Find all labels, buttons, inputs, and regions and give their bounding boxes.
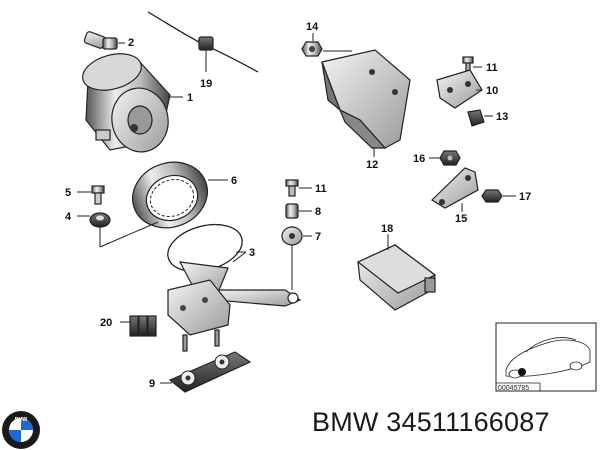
part-8-spacer [285, 203, 312, 219]
part-13-clip-nut [467, 109, 493, 127]
callout-5: 5 [65, 187, 71, 199]
callout-16: 16 [413, 153, 425, 165]
part-5-bolt [77, 185, 105, 205]
inset-code: 00045785 [498, 385, 529, 392]
callout-6: 6 [231, 175, 237, 187]
part-20-clip [120, 315, 157, 337]
callout-15: 15 [455, 213, 467, 225]
part-11-bolt-lower [285, 179, 312, 197]
callout-8: 8 [315, 206, 321, 218]
part-9-rubber-mount [160, 351, 252, 393]
callout-3: 3 [249, 247, 255, 259]
part-14-nut [301, 33, 323, 57]
bmw-logo: BMW [2, 411, 40, 449]
locator-marker-icon [518, 368, 526, 376]
callout-19: 19 [200, 78, 212, 90]
part-10-bracket-small [436, 69, 483, 109]
callout-1: 1 [187, 92, 193, 104]
part-3-mounting-bracket [167, 223, 302, 352]
callout-10: 10 [486, 85, 498, 97]
callout-11-lower: 11 [315, 183, 327, 195]
callout-17: 17 [519, 191, 531, 203]
callout-11-upper: 11 [486, 62, 498, 74]
svg-text:BMW: BMW [15, 417, 28, 423]
part-18-control-unit [356, 234, 437, 311]
part-number-caption: BMW 34511166087 [312, 407, 550, 437]
part-7-bush [281, 226, 312, 290]
callout-7: 7 [315, 231, 321, 243]
callout-9: 9 [149, 378, 155, 390]
vehicle-locator-inset: 00045785 [495, 322, 597, 392]
callout-12: 12 [366, 159, 378, 171]
part-19-cable-tie [147, 11, 259, 73]
callout-20: 20 [100, 317, 112, 329]
callout-13: 13 [496, 111, 508, 123]
part-1-pump-motor [82, 53, 183, 153]
callout-14: 14 [306, 21, 319, 33]
part-11-bolt-upper [462, 56, 482, 74]
part-16-nut [429, 150, 461, 166]
callout-2: 2 [128, 37, 134, 49]
callout-4: 4 [65, 211, 72, 223]
part-15-bracket-plate [431, 167, 479, 212]
part-2-connector [83, 31, 125, 50]
part-6-splined-ring [132, 161, 228, 229]
part-4-grommet [77, 212, 159, 248]
part-12-bracket [321, 49, 411, 157]
callout-18: 18 [381, 223, 393, 235]
part-17-screw [481, 189, 516, 203]
